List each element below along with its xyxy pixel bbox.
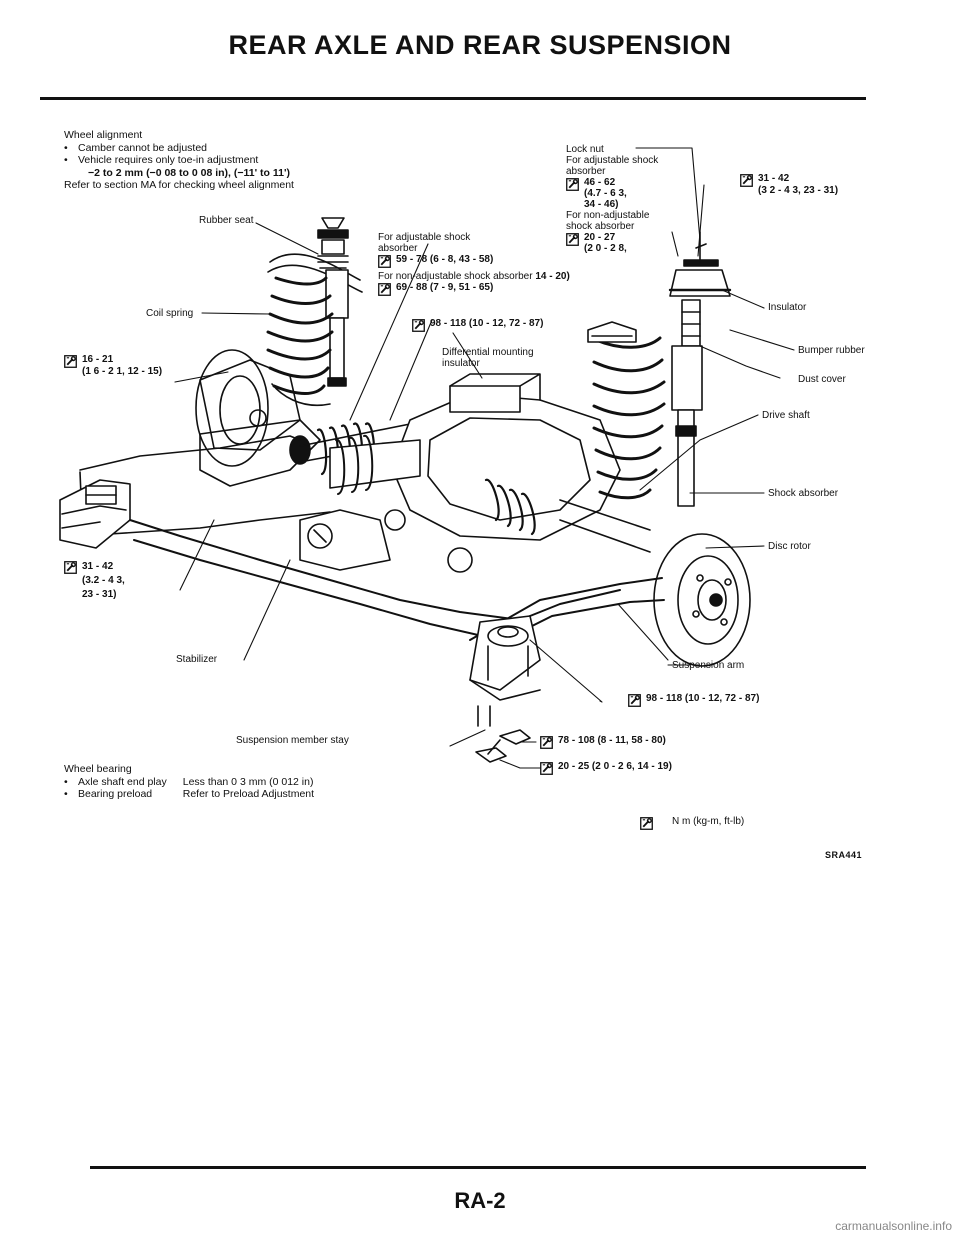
label-dust-cover: Dust cover: [798, 374, 846, 385]
wheel-alignment-item: Camber cannot be adjusted: [64, 142, 294, 155]
figure-code: SRA441: [824, 850, 862, 860]
adjustable-shock-block: For adjustable shock absorber 59 - 78 (6…: [378, 232, 570, 299]
label-insulator: Insulator: [768, 302, 807, 313]
torque-wrench-icon: [64, 561, 77, 574]
torque-wrench-icon: [540, 736, 553, 749]
torque-wrench-icon: [566, 233, 579, 246]
torque-wrench-icon: [378, 283, 391, 296]
label-suspension-arm: Suspension arm: [672, 660, 745, 671]
torque-left: 16 - 21 (1 6 - 2 1, 12 - 15): [64, 354, 162, 378]
torque-nonadj-mount: 69 - 88 (7 - 9, 51 - 65): [378, 282, 493, 296]
header-rule: [40, 97, 866, 100]
label-disc-rotor: Disc rotor: [768, 541, 811, 552]
differential: [299, 373, 621, 573]
table-row: •Axle shaft end play Less than 0 3 mm (0…: [64, 775, 314, 788]
torque-wrench-icon: [566, 178, 579, 191]
torque-top-right: 31 - 42(3 2 - 4 3, 23 - 31): [740, 173, 838, 197]
torque-wrench-icon: [64, 355, 77, 368]
label-for-adjustable-shock: For adjustable shock absorber: [378, 232, 471, 254]
torque-member-a: 78 - 108 (8 - 11, 58 - 80): [540, 735, 666, 749]
torque-wrench-icon: [740, 174, 753, 187]
label-coil-spring: Coil spring: [146, 308, 194, 319]
left-strut-assembly: [266, 217, 363, 407]
wheel-alignment-heading: Wheel alignment: [64, 129, 143, 141]
torque-wrench-icon: [640, 817, 653, 830]
torque-diff-mount: 98 - 118 (10 - 12, 72 - 87): [412, 318, 543, 332]
wheel-alignment-item: Vehicle requires only toe-in adjustment: [64, 154, 294, 167]
torque-lock-nut-adj: 46 - 62(4.7 - 6 3,34 - 46): [566, 177, 627, 210]
label-bumper-rubber: Bumper rubber: [798, 345, 865, 356]
table-row: •Bearing preload Refer to Preload Adjust…: [64, 788, 315, 801]
label-stabilizer: Stabilizer: [176, 654, 218, 665]
wheel-alignment-notes: Wheel alignment Camber cannot be adjuste…: [64, 129, 294, 192]
member-fasteners: [475, 705, 531, 763]
wheel-bearing-table: •Axle shaft end play Less than 0 3 mm (0…: [64, 776, 314, 801]
lock-nut-block: Lock nut For adjustable shock absorber 4…: [566, 144, 678, 254]
torque-lock-nut-nonadj: 20 - 27(2 0 - 2 8,: [566, 232, 627, 254]
torque-wrench-icon: [540, 762, 553, 775]
label-differential-mounting-insulator: Differential mounting insulator: [442, 347, 534, 369]
footer-rule: [90, 1166, 866, 1169]
torque-arm: 98 - 118 (10 - 12, 72 - 87): [628, 693, 759, 707]
right-strut-assembly: [587, 231, 732, 507]
torque-member-b: 20 - 25 (2 0 - 2 6, 14 - 19): [540, 761, 672, 775]
label-rubber-seat: Rubber seat: [199, 215, 254, 226]
page-title: REAR AXLE AND REAR SUSPENSION: [228, 30, 732, 60]
suspension-arm: [469, 577, 665, 701]
label-drive-shaft: Drive shaft: [762, 410, 810, 421]
wheel-bearing-notes: Wheel bearing •Axle shaft end play Less …: [64, 763, 314, 801]
torque-wrench-icon: [378, 255, 391, 268]
torque-wrench-icon: [412, 319, 425, 332]
torque-wrench-icon: [628, 694, 641, 707]
torque-unit-legend: N m (kg-m, ft-lb): [640, 816, 744, 830]
wheel-bearing-heading: Wheel bearing: [64, 763, 132, 775]
leader-lines: [174, 147, 795, 769]
label-suspension-member-stay: Suspension member stay: [236, 735, 349, 746]
label-lock-nut: Lock nut: [566, 144, 604, 155]
page-number: RA-2: [454, 1188, 506, 1213]
wheel-alignment-spec: −2 to 2 mm (−0 08 to 0 08 in), (−11' to …: [88, 166, 290, 179]
wheel-alignment-refer: Refer to section MA for checking wheel a…: [64, 179, 294, 192]
torque-adj-mount: 59 - 78 (6 - 8, 43 - 58): [378, 254, 493, 268]
label-shock-absorber: Shock absorber: [768, 488, 839, 499]
disc-rotor: [653, 533, 751, 667]
right-driveshaft: [484, 478, 651, 553]
watermark: carmanualsonline.info: [835, 1219, 952, 1233]
label-for-non-adjustable-shock: For non-adjustable shock absorber: [378, 271, 533, 282]
torque-lower-left: 31 - 42 (3.2 - 4 3, 23 - 31): [64, 560, 125, 602]
suspension-member: [59, 419, 621, 641]
wheel-alignment-list: Camber cannot be adjusted Vehicle requir…: [64, 142, 294, 167]
